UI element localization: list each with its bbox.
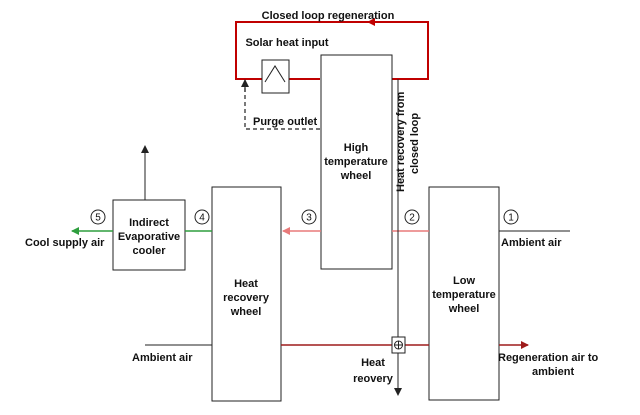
svg-text:Regeneration air to: Regeneration air to	[498, 352, 599, 364]
svg-text:wheel: wheel	[448, 303, 480, 315]
svg-text:Heat recovery from: Heat recovery from	[395, 92, 407, 192]
svg-text:Heat: Heat	[234, 278, 258, 290]
state-point-5: 5	[90, 209, 106, 225]
htw-label: High temperature wheel	[324, 142, 388, 182]
svg-text:temperature: temperature	[324, 156, 388, 168]
svg-text:5: 5	[95, 213, 101, 224]
svg-text:wheel: wheel	[230, 306, 262, 318]
svg-text:Heat: Heat	[361, 357, 385, 369]
state-point-4: 4	[194, 209, 210, 225]
heat-recovery-closed-loop-label: Heat recovery from closed loop	[395, 92, 421, 192]
ambient-air-right-label: Ambient air	[501, 237, 562, 249]
heat-recovery-wheel	[211, 186, 282, 402]
svg-text:High: High	[344, 142, 369, 154]
svg-text:Evaporative: Evaporative	[118, 231, 180, 243]
hrw-label: Heat recovery wheel	[223, 278, 270, 318]
heat-reovery-exchanger	[391, 336, 406, 354]
heat-reovery-label: Heat reovery	[353, 357, 394, 385]
svg-text:3: 3	[306, 213, 312, 224]
svg-text:wheel: wheel	[340, 170, 372, 182]
high-temperature-wheel	[320, 54, 393, 270]
state-point-3: 3	[301, 209, 317, 225]
svg-text:Indirect: Indirect	[129, 217, 169, 229]
state-point-2: 2	[404, 209, 420, 225]
regeneration-air-label: Regeneration air to ambient	[498, 352, 599, 378]
ambient-air-left-label: Ambient air	[132, 352, 193, 364]
svg-text:recovery: recovery	[223, 292, 270, 304]
svg-text:1: 1	[508, 213, 514, 224]
solar-heat-label: Solar heat input	[245, 37, 328, 49]
purge-outlet-label: Purge outlet	[253, 116, 318, 128]
state-point-1: 1	[503, 209, 519, 225]
cool-supply-air-label: Cool supply air	[25, 237, 105, 249]
purge-outlet-line	[241, 79, 320, 130]
ltw-label: Low temperature wheel	[432, 275, 496, 315]
iec-label: Indirect Evaporative cooler	[118, 217, 180, 257]
svg-text:cooler: cooler	[132, 245, 166, 257]
svg-text:temperature: temperature	[432, 289, 496, 301]
solar-heat-exchanger	[261, 59, 290, 94]
svg-text:closed loop: closed loop	[409, 113, 421, 174]
svg-text:2: 2	[409, 213, 415, 224]
low-temperature-wheel	[428, 186, 500, 401]
closed-loop-label: Closed loop regeneration	[262, 10, 395, 22]
svg-text:Low: Low	[453, 275, 475, 287]
svg-text:ambient: ambient	[532, 366, 575, 378]
indirect-evaporative-cooler	[112, 199, 186, 271]
closed-loop-regeneration-line	[235, 18, 429, 80]
svg-text:4: 4	[199, 213, 205, 224]
svg-text:reovery: reovery	[353, 373, 394, 385]
